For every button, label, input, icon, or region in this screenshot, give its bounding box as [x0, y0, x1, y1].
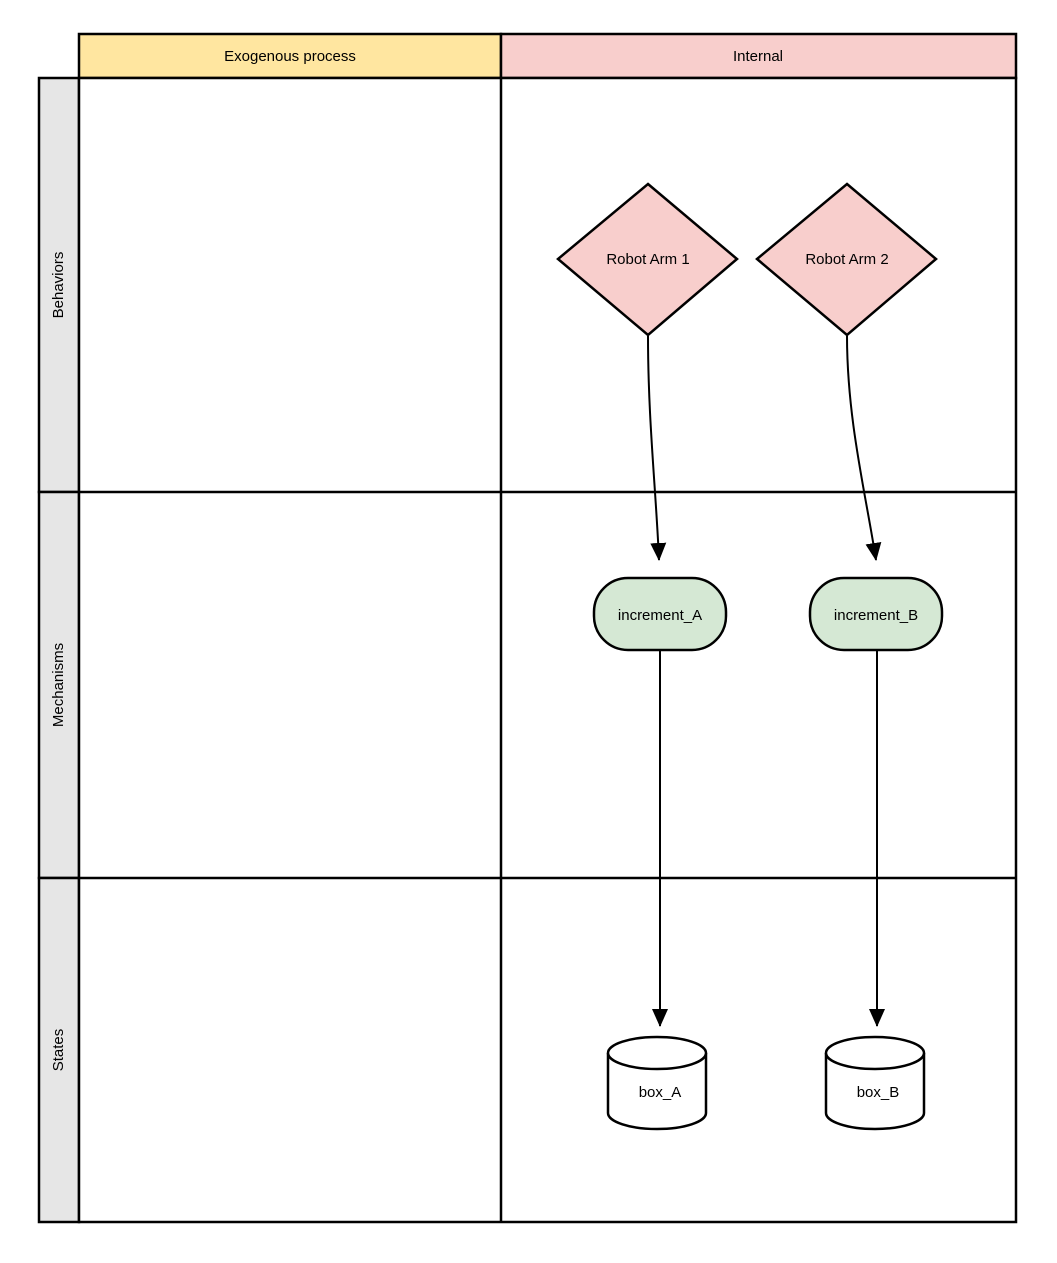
cell-states-internal — [501, 878, 1016, 1222]
edge-robot-arm-2-to-increment-b[interactable] — [846, 335, 882, 561]
edges-layer — [647, 335, 885, 1027]
row-header-behaviors[interactable]: Behaviors — [37, 76, 81, 494]
column-header-exogenous-box — [77, 32, 503, 80]
column-header-internal-label: Internal — [733, 48, 783, 65]
node-box-a[interactable]: box_A — [606, 1035, 708, 1131]
row-header-mechanisms-label: Mechanisms — [50, 643, 67, 727]
row-header-mechanisms[interactable]: Mechanisms — [37, 490, 81, 880]
column-header-exogenous[interactable]: Exogenous process — [77, 32, 503, 80]
edge-robot-arm-1-to-increment-a[interactable] — [647, 335, 667, 561]
column-header-exogenous-label: Exogenous process — [224, 48, 356, 65]
box-a-cylinder-top — [606, 1035, 708, 1071]
robot-arm-2-label: Robot Arm 2 — [805, 251, 888, 268]
cell-mechanisms-internal — [501, 492, 1016, 878]
increment-a-label: increment_A — [618, 607, 702, 624]
row-header-states[interactable]: States — [37, 876, 81, 1224]
box-a-label: box_A — [639, 1084, 682, 1101]
box-b-cylinder-top — [824, 1035, 926, 1071]
row-headers: Behaviors Mechanisms States — [37, 76, 81, 1224]
box-a-cylinder-body — [606, 1053, 708, 1131]
matrix-outer-border — [77, 76, 1018, 1224]
box-b-label: box_B — [857, 1084, 900, 1101]
cell-states-exogenous — [79, 878, 501, 1222]
row-header-behaviors-label: Behaviors — [50, 252, 67, 319]
increment-b-shape — [808, 576, 944, 652]
increment-b-label: increment_B — [834, 607, 918, 624]
robot-arm-2-diamond — [755, 182, 938, 337]
robot-arm-1-label: Robot Arm 1 — [606, 251, 689, 268]
increment-a-shape — [592, 576, 728, 652]
cell-behaviors-internal — [501, 78, 1016, 492]
box-b-cylinder-body — [824, 1053, 926, 1131]
column-headers: Exogenous process Internal — [77, 32, 1018, 80]
node-increment-a[interactable]: increment_A — [592, 576, 728, 652]
node-robot-arm-1[interactable]: Robot Arm 1 — [556, 182, 739, 337]
robot-arm-1-diamond — [556, 182, 739, 337]
matrix-cells — [79, 78, 1016, 1222]
node-increment-b[interactable]: increment_B — [808, 576, 944, 652]
matrix-gridlines — [77, 76, 1018, 1224]
cell-mechanisms-exogenous — [79, 492, 501, 878]
column-header-internal-box — [499, 32, 1018, 80]
node-box-b[interactable]: box_B — [824, 1035, 926, 1131]
row-header-states-label: States — [50, 1029, 67, 1072]
cell-behaviors-exogenous — [79, 78, 501, 492]
node-robot-arm-2[interactable]: Robot Arm 2 — [755, 182, 938, 337]
column-header-internal[interactable]: Internal — [499, 32, 1018, 80]
row-header-states-box — [37, 876, 81, 1224]
